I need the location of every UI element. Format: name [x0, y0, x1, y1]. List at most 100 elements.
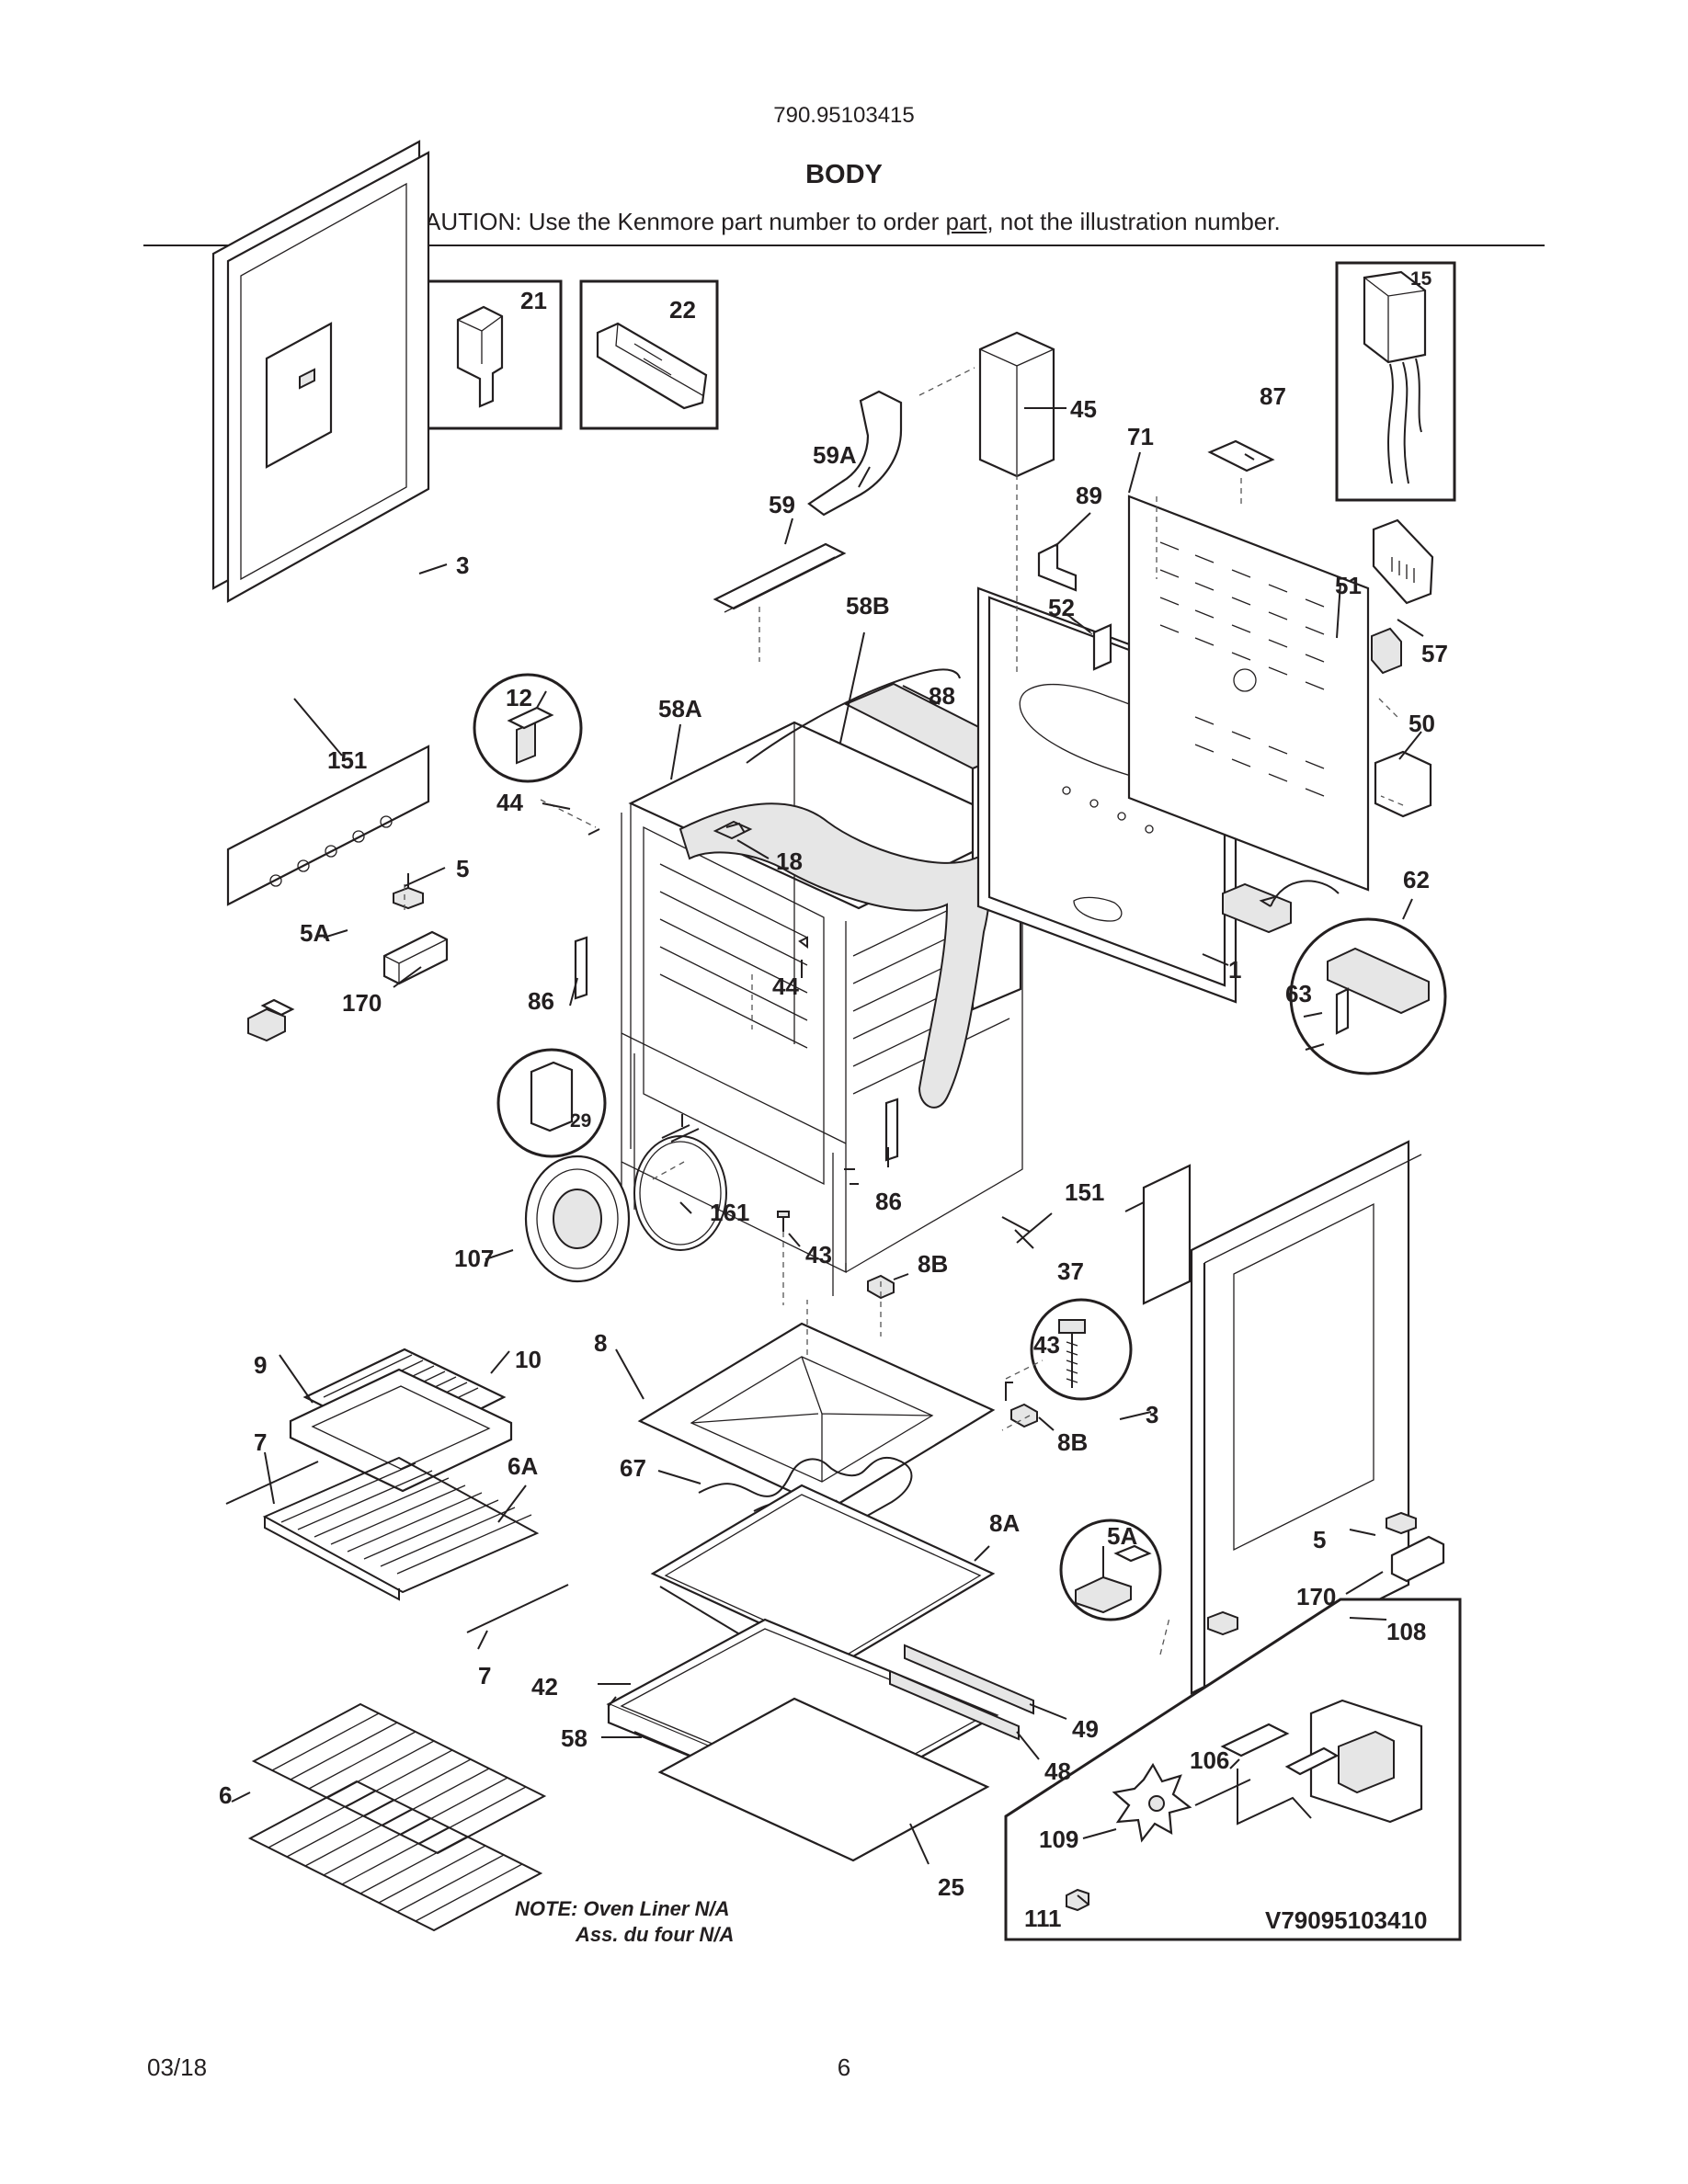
callout-37: 37 [1057, 1257, 1084, 1285]
callout-88: 88 [929, 682, 955, 710]
screw-44 [587, 828, 808, 949]
harness-37 [1001, 1212, 1053, 1244]
cover-50 [1374, 750, 1432, 818]
callout-8B-lower: 8B [1057, 1428, 1088, 1456]
callout-58: 58 [561, 1724, 587, 1752]
callout-42: 42 [531, 1673, 558, 1701]
callout-57: 57 [1421, 640, 1448, 667]
bracket-170-right [1390, 1535, 1445, 1583]
screw-43 [777, 1211, 790, 1232]
rail-49 [904, 1644, 1034, 1715]
section-title: BODY [805, 160, 883, 189]
bracket-87 [1207, 439, 1275, 472]
leveling-leg-5-right [1386, 1511, 1417, 1535]
callout-51: 51 [1335, 572, 1362, 599]
duct-59A [807, 390, 903, 517]
leader-lines [231, 407, 1424, 1905]
leg-5A-right [1207, 1610, 1238, 1636]
footer-date: 03/18 [147, 2053, 208, 2081]
diagram-reference: V79095103410 [1265, 1906, 1427, 1934]
callout-107: 107 [454, 1245, 494, 1272]
callout-43-small: 43 [805, 1241, 832, 1268]
rail-48 [889, 1669, 1020, 1741]
callout-89: 89 [1076, 482, 1102, 509]
callout-5A-left: 5A [300, 919, 330, 947]
callout-108: 108 [1386, 1618, 1426, 1645]
rack-support-7-upper [225, 1461, 319, 1505]
duct-59 [713, 542, 847, 613]
callout-151-right: 151 [1065, 1178, 1104, 1206]
callout-6: 6 [219, 1781, 232, 1809]
callout-12: 12 [506, 684, 532, 711]
clip-8B-lower [1010, 1403, 1038, 1428]
callout-52: 52 [1048, 594, 1075, 621]
panel-25 [657, 1697, 990, 1862]
inset-5A [1059, 1519, 1162, 1621]
callout-106: 106 [1190, 1746, 1229, 1774]
footer-page-number: 6 [837, 2053, 851, 2081]
oven-rack-6-lower [247, 1780, 543, 1932]
header-rule [143, 245, 1545, 246]
shield-45 [978, 331, 1055, 478]
callout-labels: 21 22 15 45 87 71 59A 89 59 3 58B 52 51 … [219, 268, 1448, 1932]
callout-22: 22 [669, 296, 696, 324]
callout-9: 9 [254, 1351, 267, 1379]
bracket-52 [1092, 623, 1112, 671]
broil-pan-9 [289, 1368, 513, 1493]
callout-10: 10 [515, 1346, 542, 1373]
callout-8B-upper: 8B [918, 1250, 948, 1278]
callout-21: 21 [520, 287, 547, 314]
terminal-block-62-detail [1222, 880, 1340, 934]
inset-21 [423, 279, 563, 430]
bracket-89 [1037, 542, 1078, 592]
callout-59A: 59A [813, 441, 857, 469]
bracket-86-right [884, 1098, 899, 1162]
callout-170-left: 170 [342, 989, 382, 1017]
callout-5-left: 5 [456, 855, 469, 882]
callout-8A: 8A [989, 1509, 1020, 1537]
caution-prefix: CAUTION: Use the Kenmore part number to … [407, 208, 946, 235]
callout-62: 62 [1403, 866, 1430, 893]
callout-71: 71 [1127, 423, 1154, 450]
wire-88 [746, 668, 961, 764]
model-number: 790.95103415 [773, 103, 915, 128]
callout-7-lower: 7 [478, 1662, 491, 1689]
bracket-170-left [382, 930, 449, 985]
side-panel-right [1190, 1140, 1422, 1695]
callout-58A: 58A [658, 695, 702, 722]
oven-rack-6A [262, 1456, 540, 1601]
fan-kit-box [1004, 1598, 1462, 1941]
callout-63: 63 [1285, 980, 1312, 1007]
callout-49: 49 [1072, 1715, 1099, 1743]
callout-67: 67 [620, 1454, 646, 1482]
inset-22 [579, 279, 719, 430]
callout-151-left: 151 [327, 746, 367, 774]
callout-8: 8 [594, 1329, 607, 1357]
callout-29: 29 [570, 1110, 591, 1132]
inset-43 [1030, 1298, 1133, 1401]
bracket-151-right [1142, 1164, 1192, 1305]
wire-connector [1005, 1382, 1013, 1401]
caution-link[interactable]: part [945, 208, 987, 235]
bracket-86-left [574, 936, 588, 1000]
callout-87: 87 [1260, 382, 1286, 410]
bracket-51 [1371, 627, 1402, 675]
inset-12 [473, 673, 583, 783]
callout-3-left: 3 [456, 552, 469, 579]
callout-86-left: 86 [528, 987, 554, 1015]
latch-18 [713, 820, 753, 840]
fan-blade-109 [1112, 1762, 1192, 1843]
callout-44-upper: 44 [496, 789, 523, 816]
callout-43-inset: 43 [1033, 1331, 1060, 1359]
caution-text: CAUTION: Use the Kenmore part number to … [0, 208, 1688, 236]
callout-3-right: 3 [1146, 1401, 1158, 1428]
fan-cover-107 [524, 1155, 631, 1283]
rear-cover-71 [1127, 495, 1370, 892]
inset-29 [496, 1048, 607, 1158]
callout-1: 1 [1228, 956, 1241, 984]
callout-45: 45 [1070, 395, 1097, 423]
callout-7-upper: 7 [254, 1428, 267, 1456]
rack-support-7-lower [466, 1584, 569, 1633]
callout-5-right: 5 [1313, 1526, 1326, 1553]
